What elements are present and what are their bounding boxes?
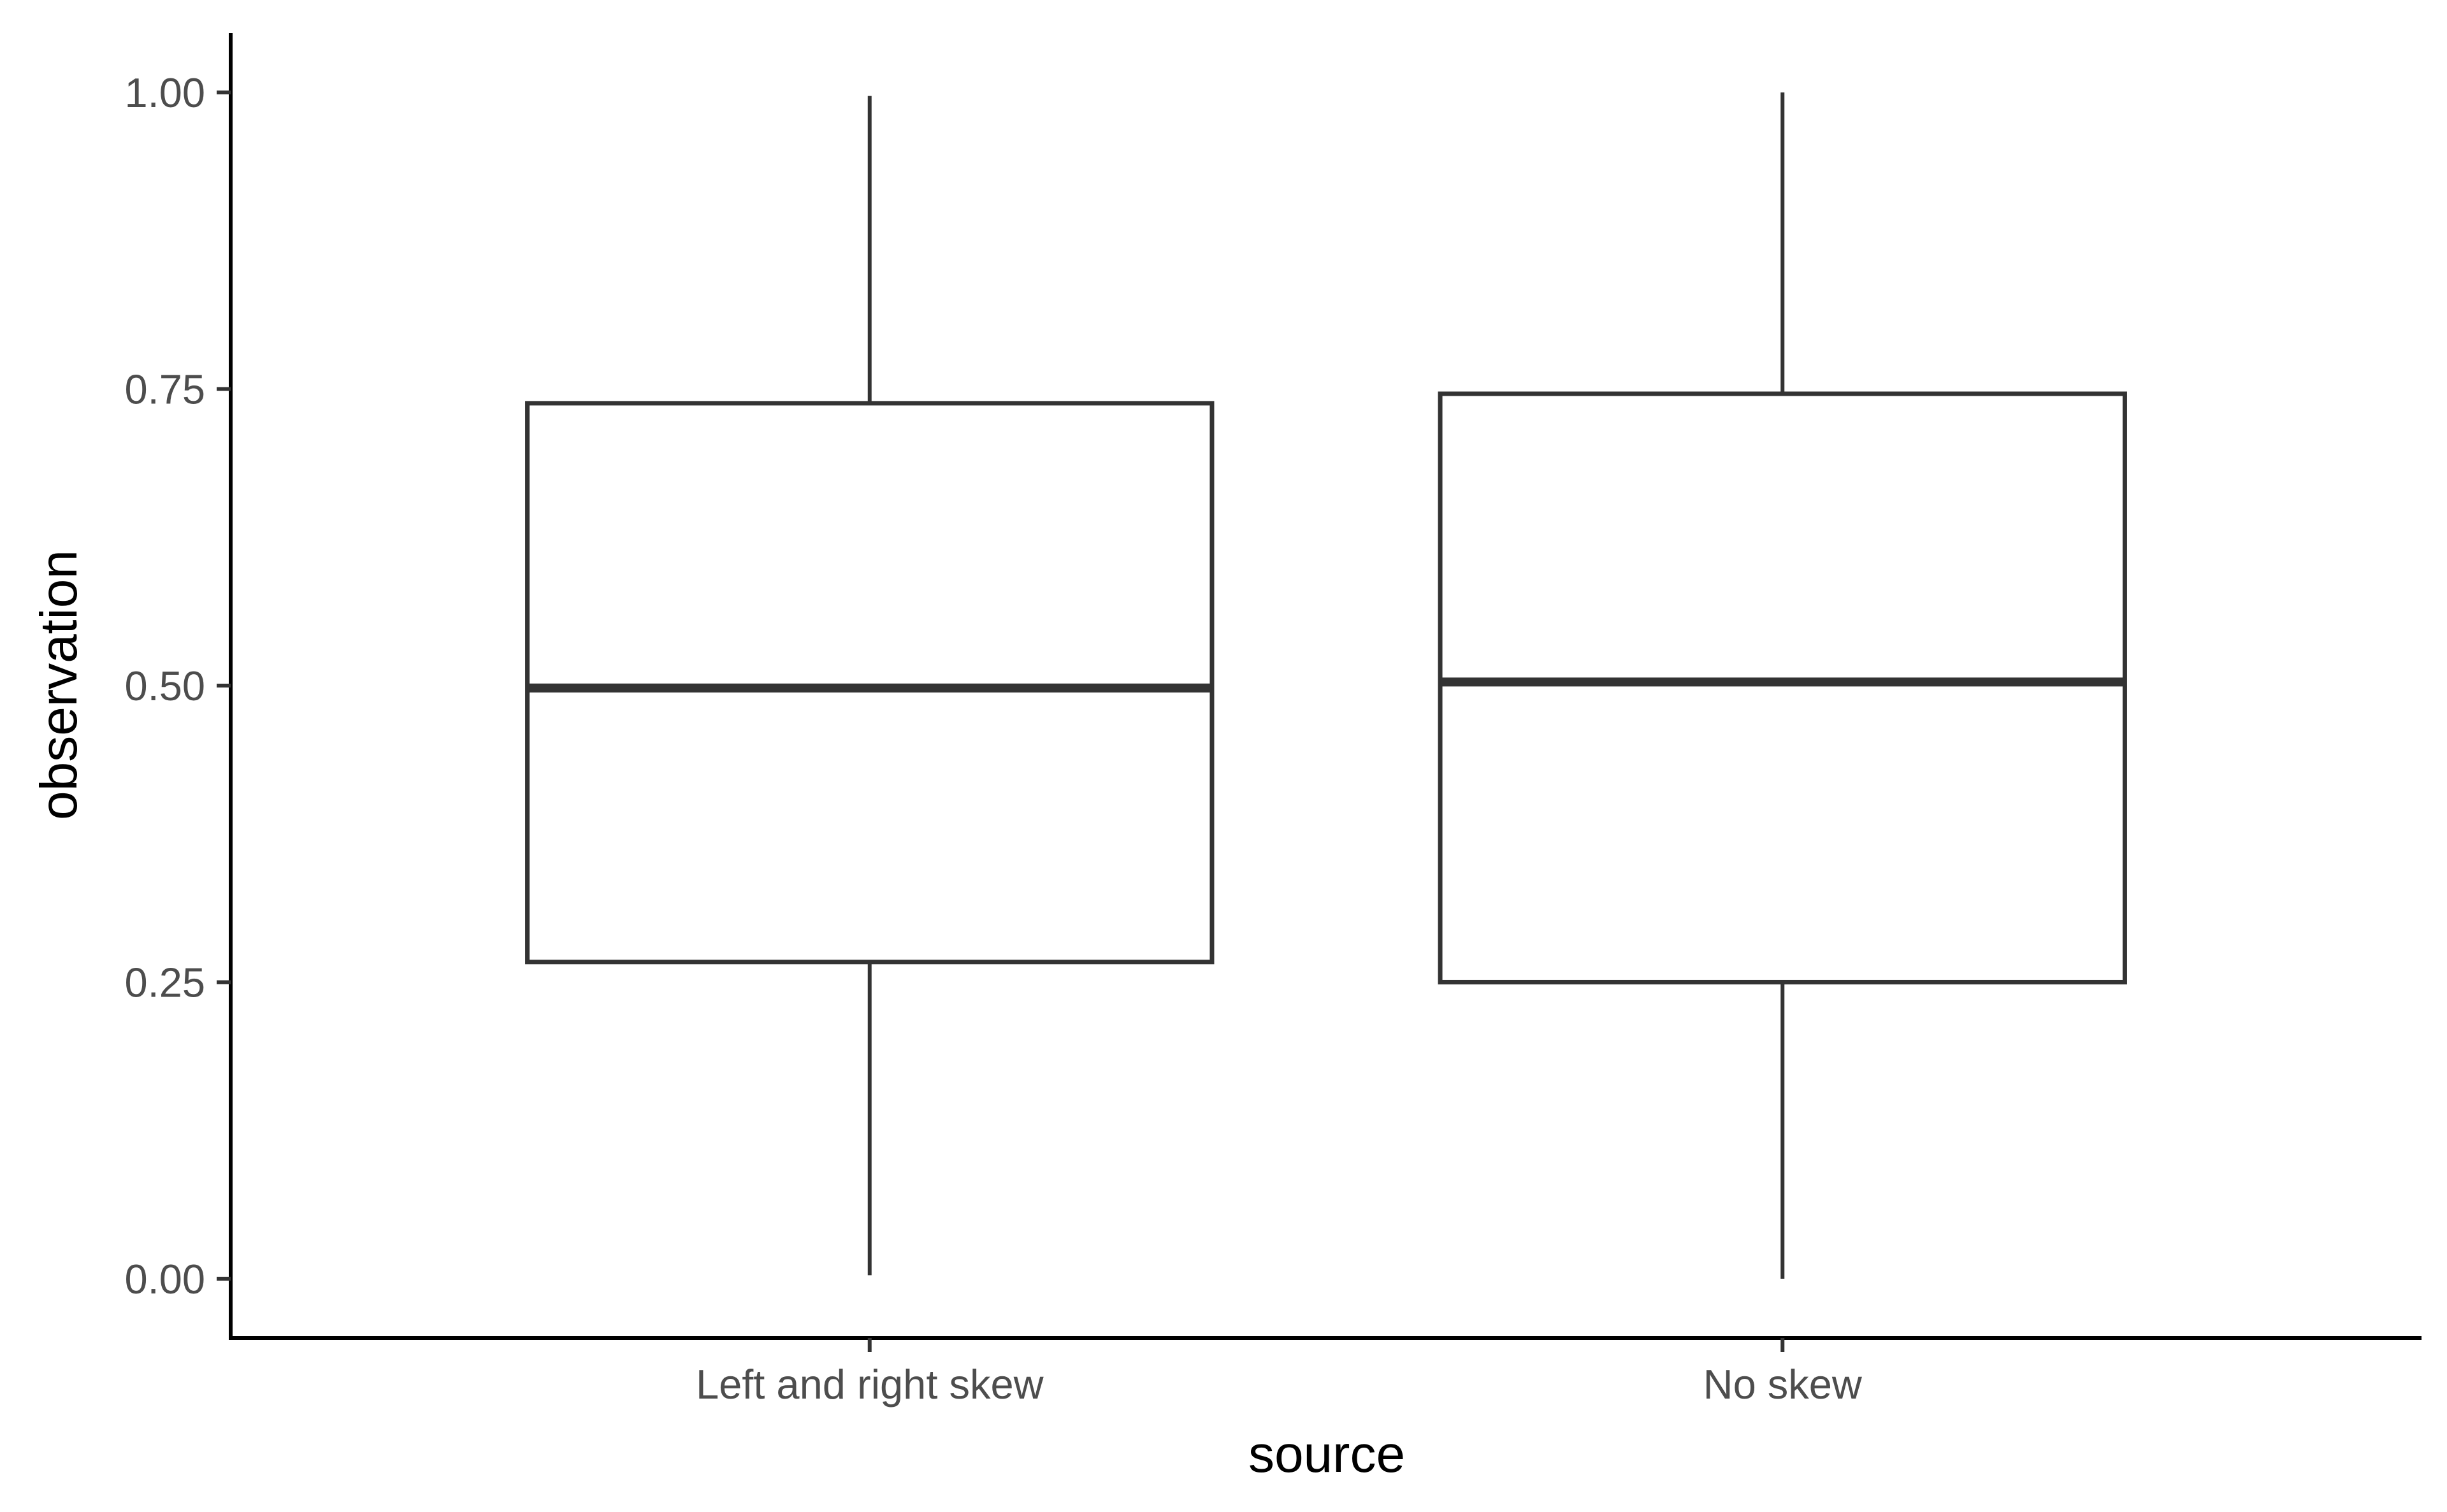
y-tick-label: 1.00 [124, 69, 205, 116]
y-axis-title: observation [30, 550, 88, 820]
x-tick-label: No skew [1703, 1361, 1863, 1408]
box-group [1438, 92, 2127, 1279]
box [1438, 391, 2127, 984]
x-tick-label: Left and right skew [696, 1361, 1044, 1408]
boxes-layer [525, 92, 2127, 1279]
y-tick-label: 0.75 [124, 366, 205, 413]
y-tick-label: 0.50 [124, 663, 205, 709]
y-tick-label: 0.25 [124, 959, 205, 1005]
x-axis-title: source [1248, 1425, 1405, 1483]
box [525, 401, 1215, 965]
y-tick-label: 0.00 [124, 1256, 205, 1302]
box-group [525, 96, 1215, 1276]
